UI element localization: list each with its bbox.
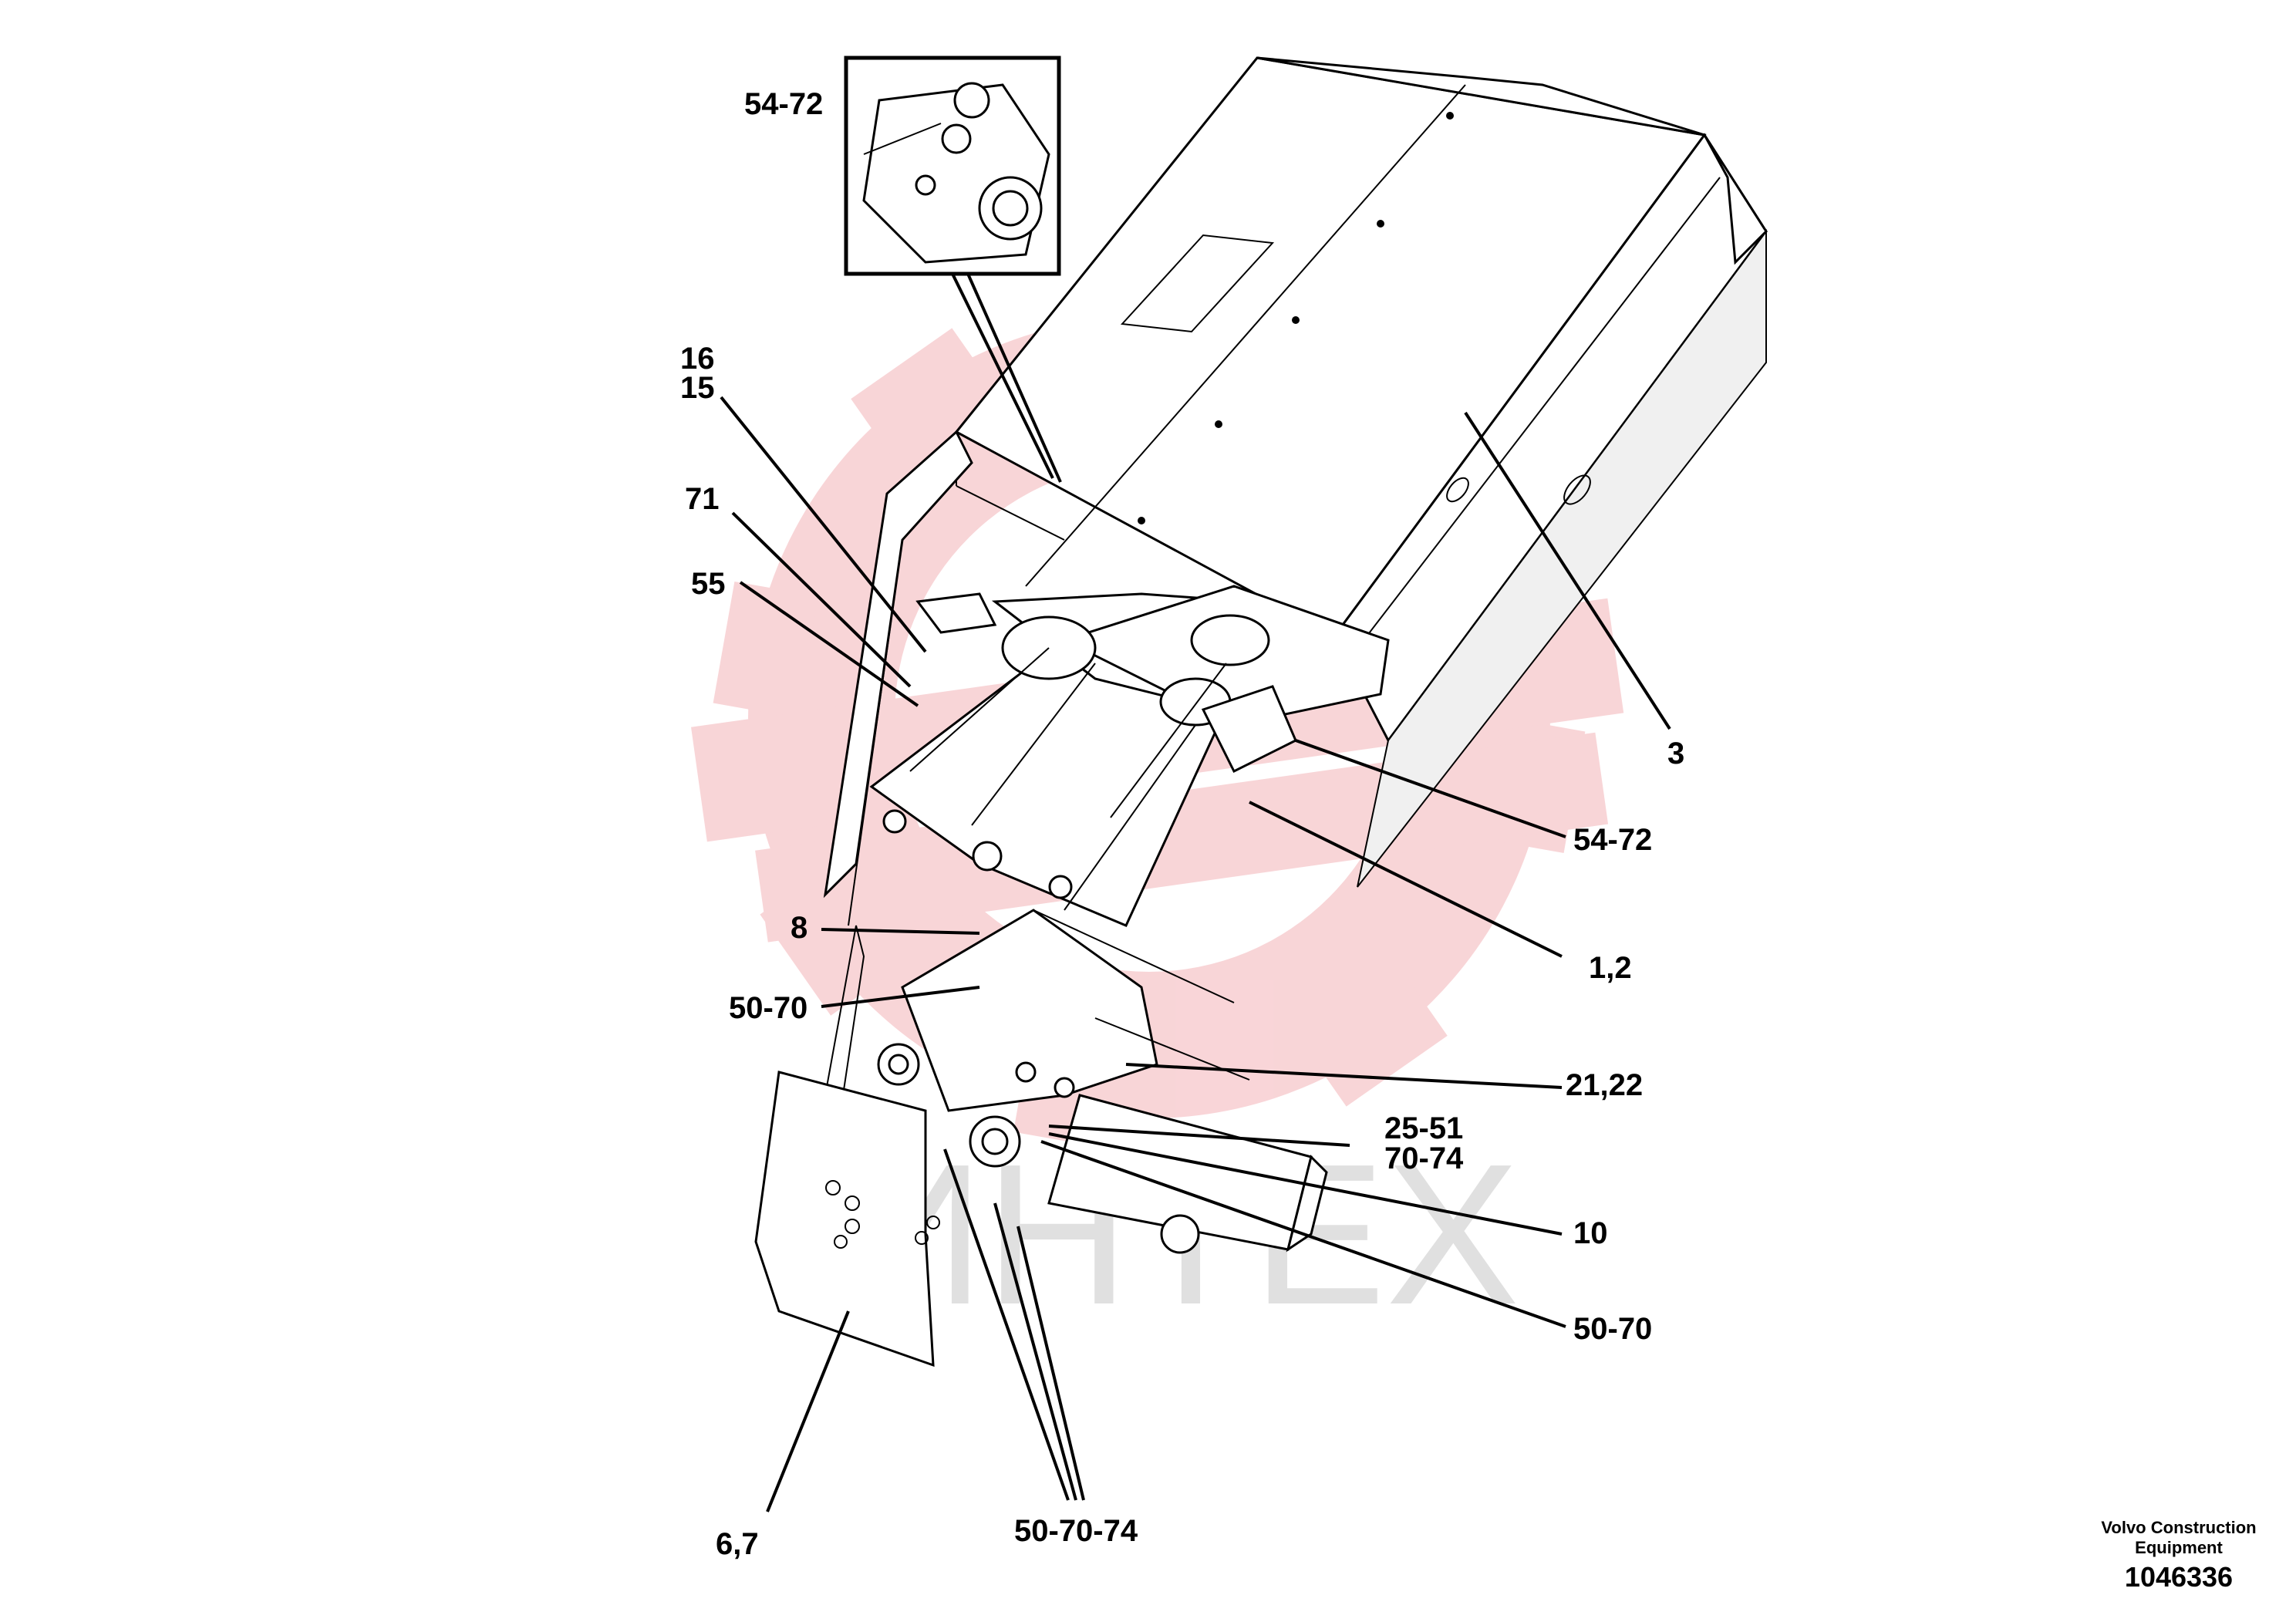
callout-6-7: 6,7 [716,1527,759,1561]
callout-55: 55 [691,567,726,601]
callout-10: 10 [1573,1216,1608,1250]
inset-leader-right [966,273,1062,483]
callout-70-74: 70-74 [1384,1141,1464,1175]
callout-15: 15 [680,371,715,405]
callout-71: 71 [685,482,720,516]
inset-detail-box [844,56,1061,276]
callout-1-2: 1,2 [1589,951,1632,985]
callout-50-70-74: 50-70-74 [1014,1514,1138,1548]
callout-3: 3 [1667,737,1684,771]
callout-54-72-top: 54-72 [744,87,823,121]
lower-carriage [877,909,1328,1254]
callout-25-51: 25-51 [1384,1111,1463,1145]
callout-50-70-left: 50-70 [729,991,807,1025]
leader-lines [720,396,1671,1512]
callout-16: 16 [680,342,715,376]
callout-8: 8 [791,911,807,945]
brand-name: Volvo Construction Equipment [2101,1518,2257,1557]
cover-plate [754,1071,940,1367]
inset-leader-left [951,273,1054,479]
yoke-frame [869,585,1390,927]
drawing-number: 1046336 [2124,1561,2234,1593]
callout-21-22: 21,22 [1566,1068,1643,1102]
callout-54-72-right: 54-72 [1573,823,1652,857]
callout-50-70-right: 50-70 [1573,1312,1652,1346]
